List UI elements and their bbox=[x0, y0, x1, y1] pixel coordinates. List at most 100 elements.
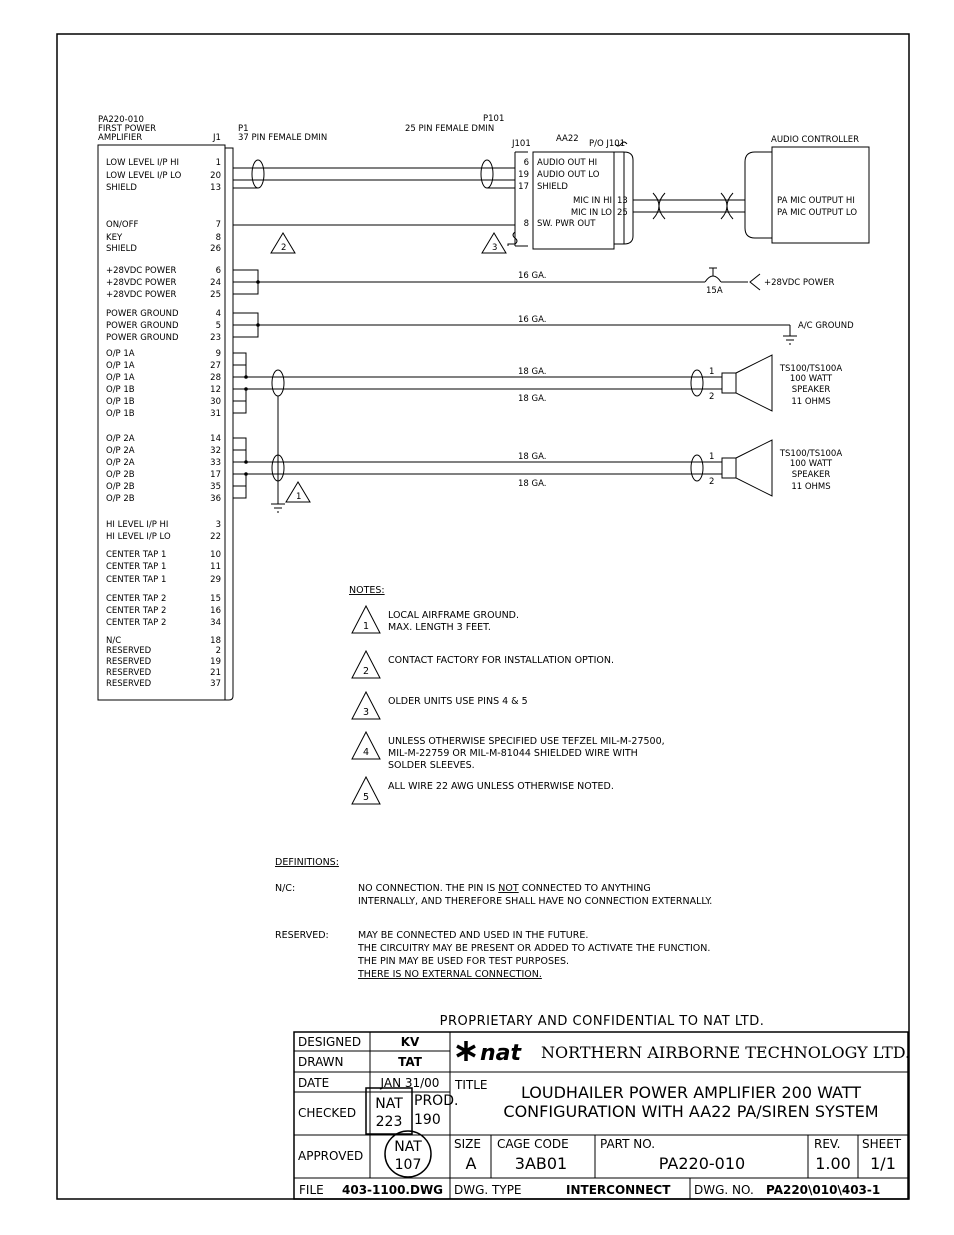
spk1-pin-2: 2 bbox=[709, 392, 714, 402]
approved-stamp-num: 107 bbox=[395, 1157, 422, 1173]
spk1-pin-1: 1 bbox=[709, 367, 714, 377]
amp-pin-number: 13 bbox=[210, 183, 221, 193]
shield-spk1-right bbox=[690, 369, 704, 397]
amp-pin-number: 19 bbox=[210, 657, 221, 667]
aa22-pin-number: 6 bbox=[524, 158, 529, 168]
spk1-gauge-b: 18 GA. bbox=[518, 394, 546, 404]
spk1-l4: 11 OHMS bbox=[791, 397, 830, 407]
notes-heading: NOTES: bbox=[349, 585, 385, 596]
amp-pin-number: 6 bbox=[216, 266, 221, 276]
breaker-label: 15A bbox=[706, 286, 723, 296]
aa22-pin-label: SW. PWR OUT bbox=[537, 219, 596, 229]
amp-pin-number: 5 bbox=[216, 321, 221, 331]
amp-pin-label: +28VDC POWER bbox=[106, 278, 177, 288]
shield-mic-left-b bbox=[652, 192, 660, 220]
aa22-po-connector bbox=[614, 151, 634, 245]
amp-pin-number: 37 bbox=[210, 679, 221, 689]
shield-spk1-left bbox=[271, 369, 285, 397]
amp-pin-label: POWER GROUND bbox=[106, 333, 179, 343]
note-number: 3 bbox=[363, 707, 369, 718]
note-ref-2: 2 bbox=[281, 243, 286, 253]
amp-pin-label: RESERVED bbox=[106, 657, 152, 667]
cage-label: CAGE CODE bbox=[497, 1137, 569, 1151]
wiring: 2 3 16 GA. 15A +28VDC POWER 16 GA. A/C G… bbox=[233, 159, 854, 513]
amp-pin-label: HI LEVEL I/P LO bbox=[106, 532, 171, 542]
checked-stamp-num: 223 bbox=[376, 1114, 403, 1130]
checked-stamp-nat: NAT bbox=[375, 1096, 403, 1112]
amp-pin-label: CENTER TAP 1 bbox=[106, 562, 166, 572]
speaker-2-label: TS100/TS100A 100 WATT SPEAKER 11 OHMS bbox=[779, 449, 842, 492]
amp-pin-label: ON/OFF bbox=[106, 220, 138, 230]
note-triangle bbox=[351, 604, 381, 634]
amp-pin-number: 25 bbox=[210, 290, 221, 300]
audio-controller-pin-2: PA MIC OUTPUT LO bbox=[777, 208, 857, 218]
dwgtype-value: INTERCONNECT bbox=[566, 1183, 671, 1197]
aa22-block: P101 25 PIN FEMALE DMIN J101 AA22 P/O J1… bbox=[405, 114, 634, 250]
note-number: 5 bbox=[363, 792, 369, 803]
nc-part-b: NOT bbox=[498, 883, 519, 894]
dwgtype-label: DWG. TYPE bbox=[454, 1183, 522, 1197]
aa22-j101-wave bbox=[512, 231, 518, 245]
file-label: FILE bbox=[299, 1183, 324, 1197]
definition-reserved-line-2: THE CIRCUITRY MAY BE PRESENT OR ADDED TO… bbox=[357, 943, 710, 954]
drawn-label: DRAWN bbox=[298, 1055, 344, 1069]
audio-controller-title: AUDIO CONTROLLER bbox=[771, 135, 859, 145]
date-value: JAN 31/00 bbox=[380, 1076, 440, 1090]
speaker-2-body bbox=[721, 457, 737, 479]
amp-pin-number: 16 bbox=[210, 606, 221, 616]
amp-pin-number: 22 bbox=[210, 532, 221, 542]
title-block: PROPRIETARY AND CONFIDENTIAL TO NAT LTD.… bbox=[293, 1014, 910, 1200]
speaker-1-body bbox=[721, 372, 737, 394]
note-triangle bbox=[351, 730, 381, 760]
audio-controller-block: AUDIO CONTROLLER PA MIC OUTPUT HI PA MIC… bbox=[744, 135, 870, 244]
note-text: LOCAL AIRFRAME GROUND. bbox=[388, 610, 519, 621]
amp-pin-number: 18 bbox=[210, 636, 221, 646]
note-number: 2 bbox=[363, 666, 369, 677]
prod-text: PROD. bbox=[414, 1093, 458, 1109]
amp-title-1: PA220-010 bbox=[98, 115, 144, 125]
amp-pin-number: 30 bbox=[210, 397, 221, 407]
spk1-gauge-a: 18 GA. bbox=[518, 367, 546, 377]
shield-mic-right bbox=[726, 192, 734, 220]
designed-value: KV bbox=[401, 1035, 420, 1049]
definition-nc-line-2: INTERNALLY, AND THEREFORE SHALL HAVE NO … bbox=[358, 896, 712, 907]
amp-pin-label: CENTER TAP 1 bbox=[106, 550, 166, 560]
amp-pin-number: 28 bbox=[210, 373, 221, 383]
note-text: MIL-M-22759 OR MIL-M-81044 SHIELDED WIRE… bbox=[388, 748, 638, 759]
note-triangle bbox=[351, 690, 381, 720]
shield-mic-right-b bbox=[720, 192, 728, 220]
cage-value: 3AB01 bbox=[515, 1154, 567, 1173]
amp-pin-number: 4 bbox=[216, 309, 221, 319]
title-label: TITLE bbox=[454, 1078, 487, 1092]
amp-pin-number: 32 bbox=[210, 446, 221, 456]
note-ref-2-triangle bbox=[270, 232, 296, 254]
amp-pin-number: 31 bbox=[210, 409, 221, 419]
ground-label: A/C GROUND bbox=[798, 321, 854, 331]
checked-stamp-box bbox=[365, 1087, 413, 1135]
note-ref-1-triangle bbox=[285, 481, 311, 503]
power-source-label: +28VDC POWER bbox=[764, 278, 835, 288]
amp-pin-label: O/P 2A bbox=[106, 458, 135, 468]
date-label: DATE bbox=[298, 1076, 329, 1090]
note-ref-3: 3 bbox=[492, 243, 497, 253]
amp-pin-number: 35 bbox=[210, 482, 221, 492]
audio-controller-pin-1: PA MIC OUTPUT HI bbox=[777, 196, 855, 206]
amp-pin-label: O/P 2B bbox=[106, 494, 135, 504]
aa22-pin-number: 19 bbox=[518, 170, 529, 180]
amp-pin-number: 33 bbox=[210, 458, 221, 468]
amp-pin-label: O/P 1B bbox=[106, 385, 135, 395]
amp-pin-number: 20 bbox=[210, 171, 221, 181]
approved-label: APPROVED bbox=[298, 1149, 363, 1163]
spk2-l1: TS100/TS100A bbox=[779, 449, 842, 459]
amp-pin-number: 14 bbox=[210, 434, 221, 444]
amp-pin-label: O/P 1B bbox=[106, 397, 135, 407]
prod-num: 190 bbox=[414, 1112, 441, 1128]
shield-audio-right bbox=[480, 159, 494, 189]
power-gauge-label: 16 GA. bbox=[518, 271, 546, 281]
amp-pin-label: SHIELD bbox=[106, 244, 137, 254]
spk1-l2: 100 WATT bbox=[790, 374, 833, 384]
speaker-1-cone bbox=[735, 354, 773, 412]
shield-ground-symbol bbox=[271, 503, 285, 513]
